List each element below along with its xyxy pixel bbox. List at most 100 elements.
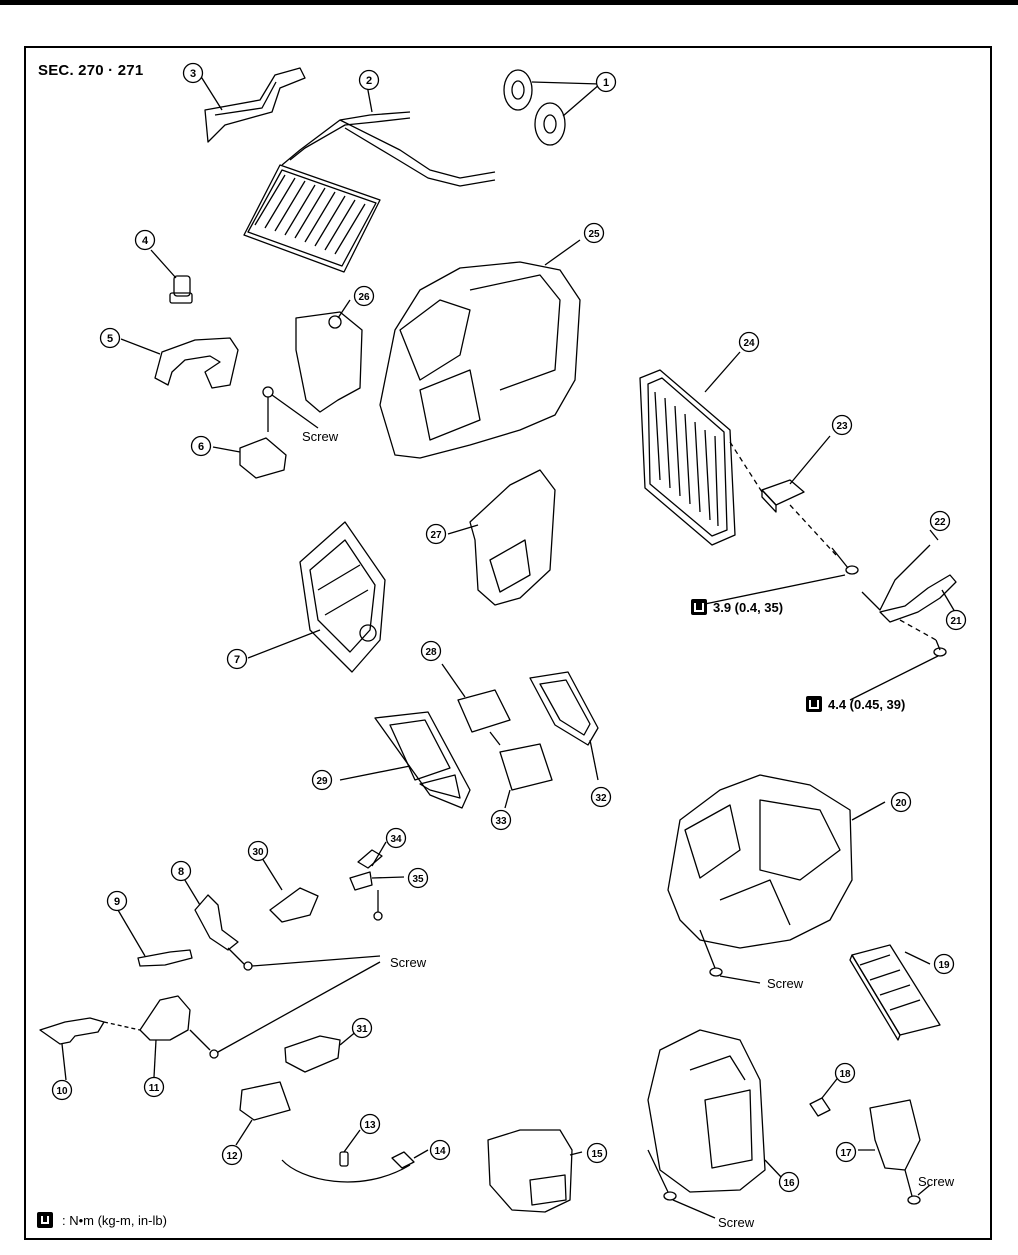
torque-icon	[37, 1212, 53, 1228]
callout-20: 20	[890, 791, 912, 813]
callout-4: 4	[134, 229, 156, 251]
part-33-door	[499, 743, 553, 809]
callout-circle	[143, 1076, 165, 1098]
callout-21: 21	[945, 609, 967, 631]
callout-27: 27	[425, 523, 447, 545]
callout-8: 8	[170, 860, 192, 882]
callout-23: 23	[831, 414, 853, 436]
callout-number: 24	[743, 338, 755, 349]
callout-17: 17	[835, 1141, 857, 1163]
callout-number: 2	[366, 75, 372, 87]
part-3-bracket	[199, 67, 306, 143]
part-24-evaporator	[639, 351, 741, 546]
part-23-expansion-valve	[729, 435, 837, 556]
callout-number: 20	[895, 798, 907, 809]
callout-28: 28	[420, 640, 442, 662]
callout-number: 30	[252, 847, 264, 858]
callout-5: 5	[99, 327, 121, 349]
callout-number: 27	[430, 530, 442, 541]
callout-circle	[351, 1017, 373, 1039]
callout-number: 9	[114, 896, 120, 908]
part-34-35-link	[349, 841, 405, 921]
callout-15: 15	[586, 1142, 608, 1164]
callout-11: 11	[143, 1076, 165, 1098]
part-13-14-harness	[281, 1129, 429, 1183]
part-26-duct	[295, 299, 363, 413]
part-4-sensor	[150, 249, 193, 304]
screw-label: Screw	[918, 1174, 955, 1189]
callout-1: 1	[595, 71, 617, 93]
callout-31: 31	[351, 1017, 373, 1039]
legend-text: : N•m (kg-m, in-lb)	[62, 1213, 167, 1228]
torque-2: 4.4 (0.45, 39)	[806, 696, 905, 712]
callout-number: 17	[840, 1148, 852, 1159]
part-15-duct	[487, 1129, 583, 1213]
callout-number: 15	[591, 1149, 603, 1160]
callout-35: 35	[407, 867, 429, 889]
callout-circle	[190, 435, 212, 457]
callout-34: 34	[385, 827, 407, 849]
callout-circle	[182, 62, 204, 84]
callout-12: 12	[221, 1144, 243, 1166]
callout-number: 8	[178, 866, 184, 878]
part-10-11-link	[39, 961, 381, 1081]
callout-circle	[311, 769, 333, 791]
bolt-1	[699, 547, 859, 606]
callout-circle	[51, 1079, 73, 1101]
callout-number: 26	[358, 292, 370, 303]
callout-number: 19	[938, 960, 950, 971]
callout-32: 32	[590, 786, 612, 808]
callout-circle	[226, 648, 248, 670]
callout-14: 14	[429, 1139, 451, 1161]
callout-18: 18	[834, 1062, 856, 1084]
callout-7: 7	[226, 648, 248, 670]
part-12-actuator	[235, 1081, 291, 1146]
callout-number: 33	[495, 816, 507, 827]
callout-number: 16	[783, 1178, 795, 1189]
callout-number: 18	[839, 1069, 851, 1080]
part-8-9-link	[117, 871, 381, 971]
callout-circle	[590, 786, 612, 808]
callout-circle	[247, 840, 269, 862]
top-rule	[0, 0, 1018, 5]
callout-10: 10	[51, 1079, 73, 1101]
callout-circle	[425, 523, 447, 545]
callout-circle	[353, 285, 375, 307]
callout-circle	[106, 890, 128, 912]
part-30-lever	[261, 857, 319, 923]
callout-circle	[358, 69, 380, 91]
callout-number: 4	[142, 235, 149, 247]
torque-1-text: 3.9 (0.4, 35)	[713, 600, 783, 615]
part-28-door	[441, 663, 511, 746]
callout-25: 25	[583, 222, 605, 244]
callout-number: 7	[234, 654, 240, 666]
screw-label: Screw	[767, 976, 804, 991]
callout-2: 2	[358, 69, 380, 91]
part-20-intake-unit	[667, 774, 886, 984]
callout-number: 23	[836, 421, 848, 432]
callout-circle	[595, 71, 617, 93]
callout-circle	[134, 229, 156, 251]
callout-number: 14	[434, 1146, 446, 1157]
callout-circle	[407, 867, 429, 889]
part-25-heater-case	[379, 239, 581, 459]
part-22-pipe	[861, 529, 939, 611]
callout-6: 6	[190, 435, 212, 457]
callout-number: 13	[364, 1120, 376, 1131]
callout-29: 29	[311, 769, 333, 791]
callout-circle	[583, 222, 605, 244]
callout-24: 24	[738, 331, 760, 353]
callout-circle	[835, 1141, 857, 1163]
part-6-actuator	[212, 386, 319, 479]
callout-circle	[945, 609, 967, 631]
callout-13: 13	[359, 1113, 381, 1135]
callout-number: 6	[198, 441, 204, 453]
part-32-frame	[529, 671, 599, 781]
callout-circle	[359, 1113, 381, 1135]
callout-number: 1	[603, 77, 609, 89]
callout-circle	[99, 327, 121, 349]
callout-circle	[929, 510, 951, 532]
part-17-18	[809, 1074, 931, 1205]
callout-circle	[738, 331, 760, 353]
